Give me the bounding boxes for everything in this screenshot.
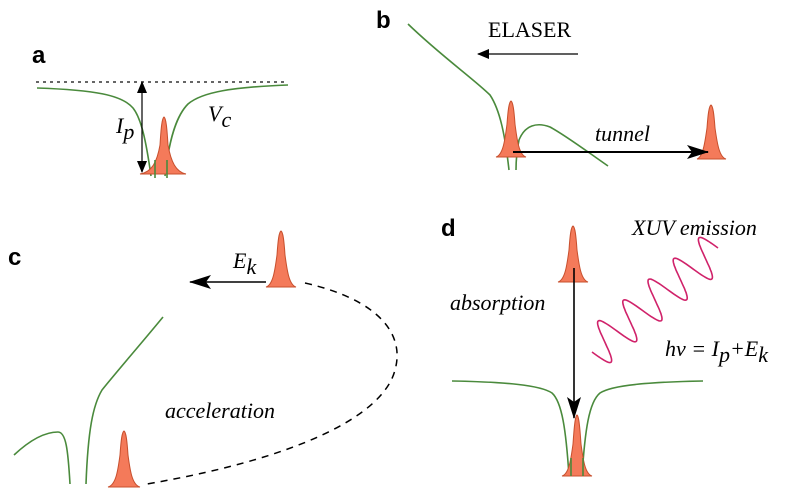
returning-wavepacket [107, 430, 141, 488]
panel-a-letter: a [32, 42, 46, 69]
field-tilted-potential-right [85, 316, 164, 485]
field-tilted-potential-left [13, 431, 71, 485]
bound-wavepacket [139, 116, 187, 175]
acceleration-label: acceleration [165, 398, 275, 423]
tunneled-wavepacket [696, 104, 727, 160]
panel-c-letter: c [8, 244, 21, 271]
xuv-emission-label: XUV emission [631, 215, 757, 240]
panel-b-letter: b [376, 7, 391, 34]
tunnel-label: tunnel [595, 121, 650, 146]
panel-c: c Ek acceleration [8, 230, 398, 488]
returning-electron-wavepacket [557, 225, 589, 283]
panel-b: b ELASER tunnel [376, 7, 727, 171]
recombination-potential-left [451, 380, 570, 477]
tunneling-wavepacket-origin [495, 100, 527, 158]
tilted-potential-left [407, 23, 510, 171]
xuv-emission-wave [591, 236, 719, 364]
ek-label: Ek [232, 248, 257, 279]
ip-label: Ip [115, 113, 134, 144]
absorption-label: absorption [450, 290, 545, 315]
electron-trajectory-dashed [146, 282, 398, 485]
energy-equation: hν = Ip+Ek [665, 336, 769, 367]
accelerated-wavepacket [265, 230, 297, 288]
recombination-potential-right [581, 380, 704, 477]
vc-label: Vc [208, 101, 231, 132]
panel-a: a Ip Vc [32, 42, 289, 178]
coulomb-potential-right [164, 84, 289, 177]
panel-d: d XUV emission absorption hν = Ip+Ek [441, 215, 769, 477]
panel-d-letter: d [441, 215, 456, 242]
laser-field-label: ELASER [488, 17, 571, 42]
